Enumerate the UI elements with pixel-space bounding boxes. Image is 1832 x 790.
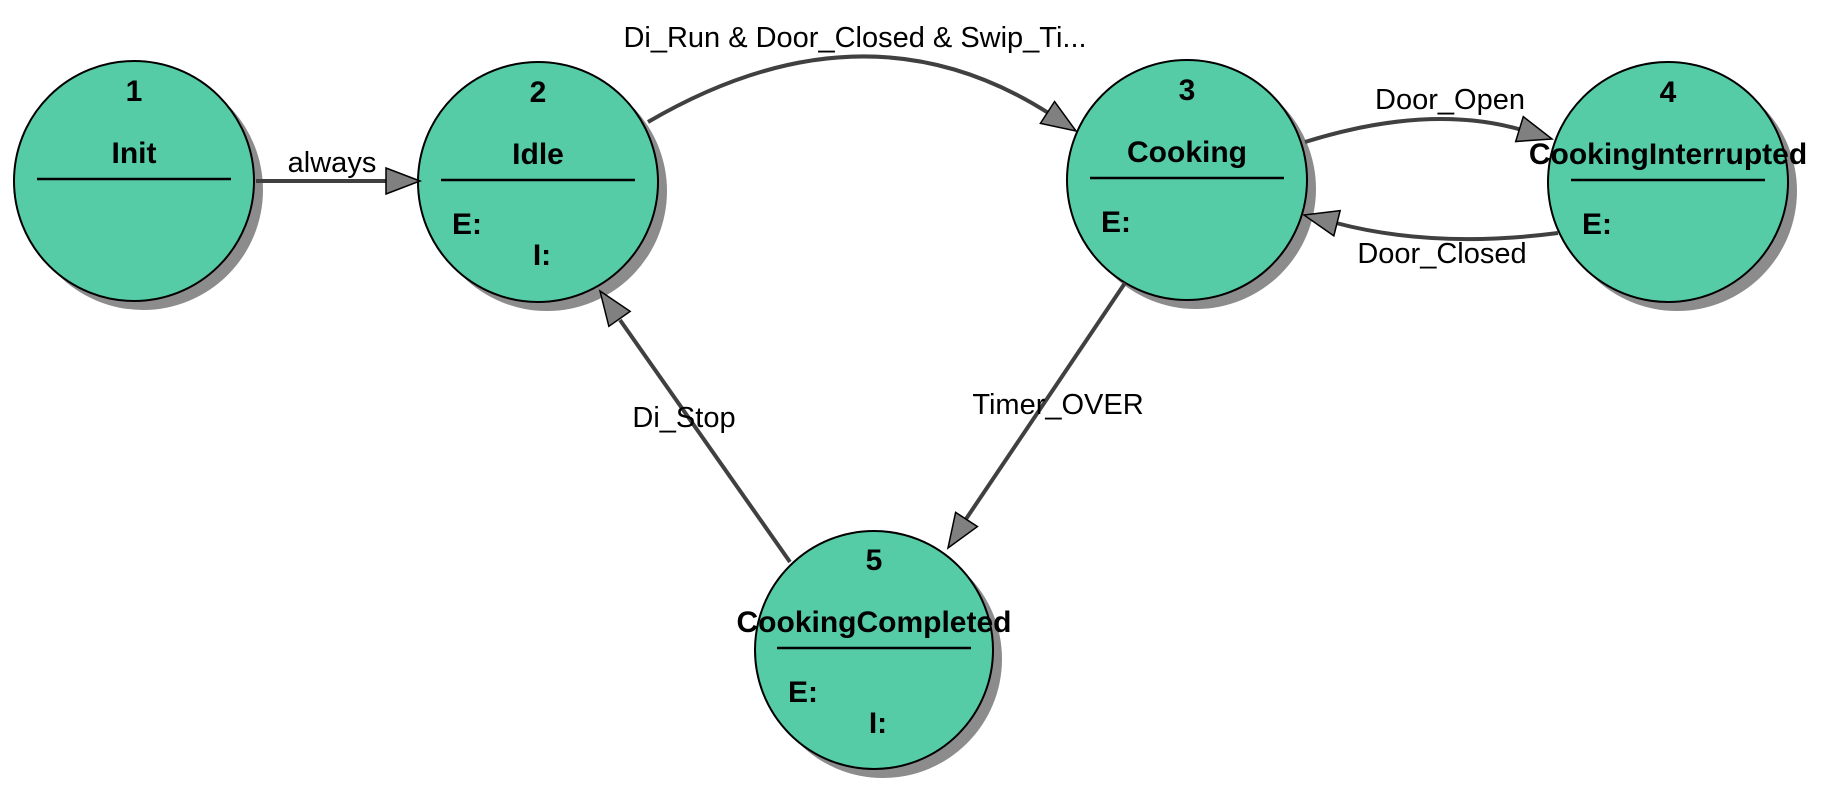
arrowhead-icon [1514,115,1555,143]
state-name: CookingCompleted [737,606,1012,639]
state-number: 4 [1660,76,1677,109]
state-name: CookingInterrupted [1529,138,1807,171]
state-cooking-completed[interactable]: 5 CookingCompleted E: I: [737,530,1012,778]
transition-line[interactable] [1304,116,1523,144]
transition-label: Door_Open [1375,84,1525,116]
state-name: Cooking [1127,136,1247,169]
transition-init-idle[interactable]: always [256,147,423,196]
state-during-label: I: [869,707,887,740]
transition-cooking-interrupted[interactable]: Door_Open [1304,84,1556,151]
arrowhead-icon [385,166,423,196]
state-cooking-interrupted[interactable]: 4 CookingInterrupted E: [1529,61,1807,311]
state-entry-label: E: [788,676,818,709]
transition-label: Timer_OVER [972,389,1143,421]
state-circle[interactable] [754,530,994,770]
transition-completed-idle[interactable]: Di_Stop [589,284,792,564]
transition-line[interactable] [1335,221,1559,242]
state-idle[interactable]: 2 Idle E: I: [417,61,667,311]
state-cooking[interactable]: 3 Cooking E: [1066,59,1316,309]
transition-line[interactable] [646,54,1052,124]
arrowhead-icon [598,289,632,328]
transition-line[interactable] [618,318,792,564]
transition-idle-cooking[interactable]: Di_Run & Door_Closed & Swip_Ti... [623,22,1087,142]
transition-label: Door_Closed [1357,238,1526,270]
state-entry-label: E: [1582,208,1612,241]
transition-label: Di_Stop [632,402,735,434]
state-name: Idle [512,138,564,171]
state-circle[interactable] [1066,59,1308,301]
state-number: 1 [126,75,143,108]
state-number: 5 [866,544,883,577]
state-number: 3 [1179,74,1196,107]
state-name: Init [112,137,157,170]
transition-label: always [288,147,377,179]
state-circle[interactable] [1547,61,1789,303]
transition-cooking-completed[interactable]: Timer_OVER [937,281,1144,555]
state-during-label: I: [533,239,551,272]
transition-interrupted-cooking[interactable]: Door_Closed [1301,202,1559,270]
transition-label: Di_Run & Door_Closed & Swip_Ti... [623,22,1086,54]
arrowhead-icon [1301,209,1342,238]
transition-line[interactable] [964,281,1127,521]
state-circle[interactable] [13,60,255,302]
arrowhead-icon [946,511,979,550]
state-entry-label: E: [452,208,482,241]
state-number: 2 [530,76,547,109]
state-init[interactable]: 1 Init [13,60,263,310]
arrowhead-icon [1039,100,1078,133]
state-entry-label: E: [1101,206,1131,239]
